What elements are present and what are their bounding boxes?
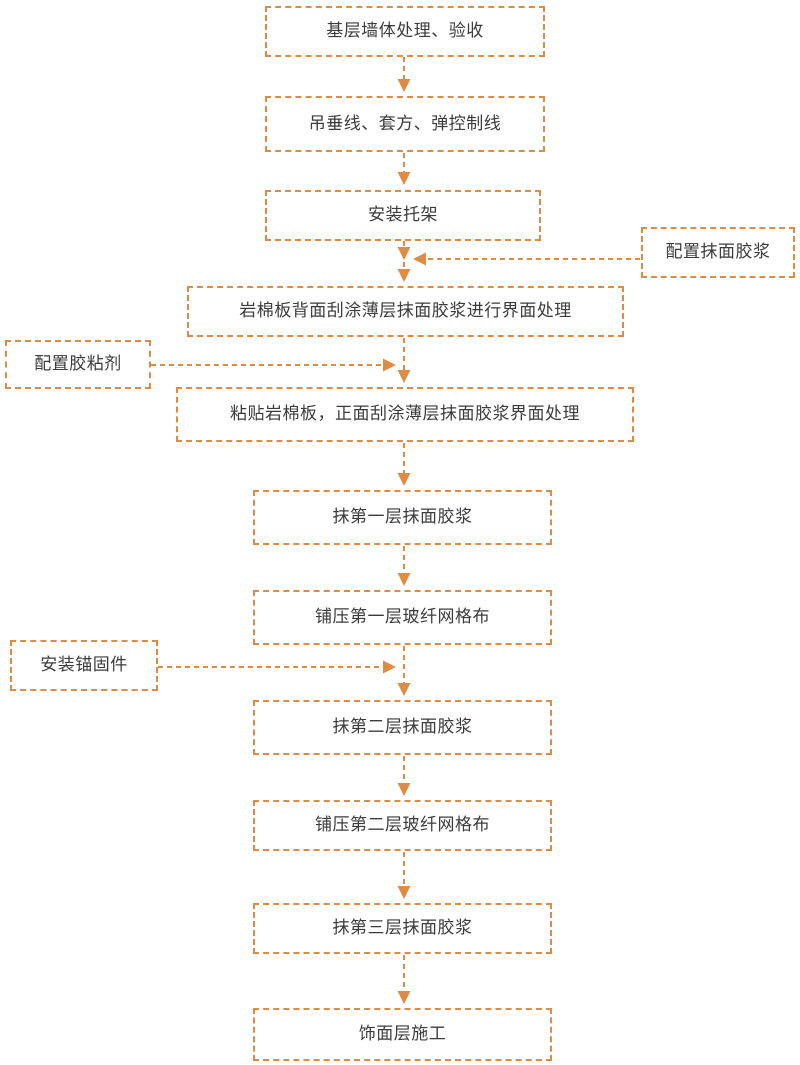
- node-finish-layer-construction: 饰面层施工: [253, 1008, 552, 1061]
- node-base-wall-treatment: 基层墙体处理、验收: [265, 6, 545, 57]
- node-second-fiberglass-mesh: 铺压第二层玻纤网格布: [253, 800, 552, 851]
- node-prepare-adhesive: 配置胶粘剂: [5, 340, 151, 389]
- node-rockwool-back-coating: 岩棉板背面刮涂薄层抹面胶浆进行界面处理: [187, 286, 624, 337]
- node-install-bracket: 安装托架: [265, 190, 541, 241]
- node-plumb-square-control-lines: 吊垂线、套方、弹控制线: [265, 96, 545, 152]
- node-first-mortar-layer: 抹第一层抹面胶浆: [253, 490, 552, 545]
- node-second-mortar-layer: 抹第二层抹面胶浆: [253, 700, 552, 755]
- node-prepare-surface-mortar: 配置抹面胶浆: [641, 227, 795, 278]
- node-install-anchor: 安装锚固件: [10, 640, 158, 691]
- node-first-fiberglass-mesh: 铺压第一层玻纤网格布: [253, 590, 552, 645]
- node-third-mortar-layer: 抹第三层抹面胶浆: [253, 903, 552, 954]
- node-paste-rockwool-front-coating: 粘贴岩棉板，正面刮涂薄层抹面胶浆界面处理: [176, 387, 634, 442]
